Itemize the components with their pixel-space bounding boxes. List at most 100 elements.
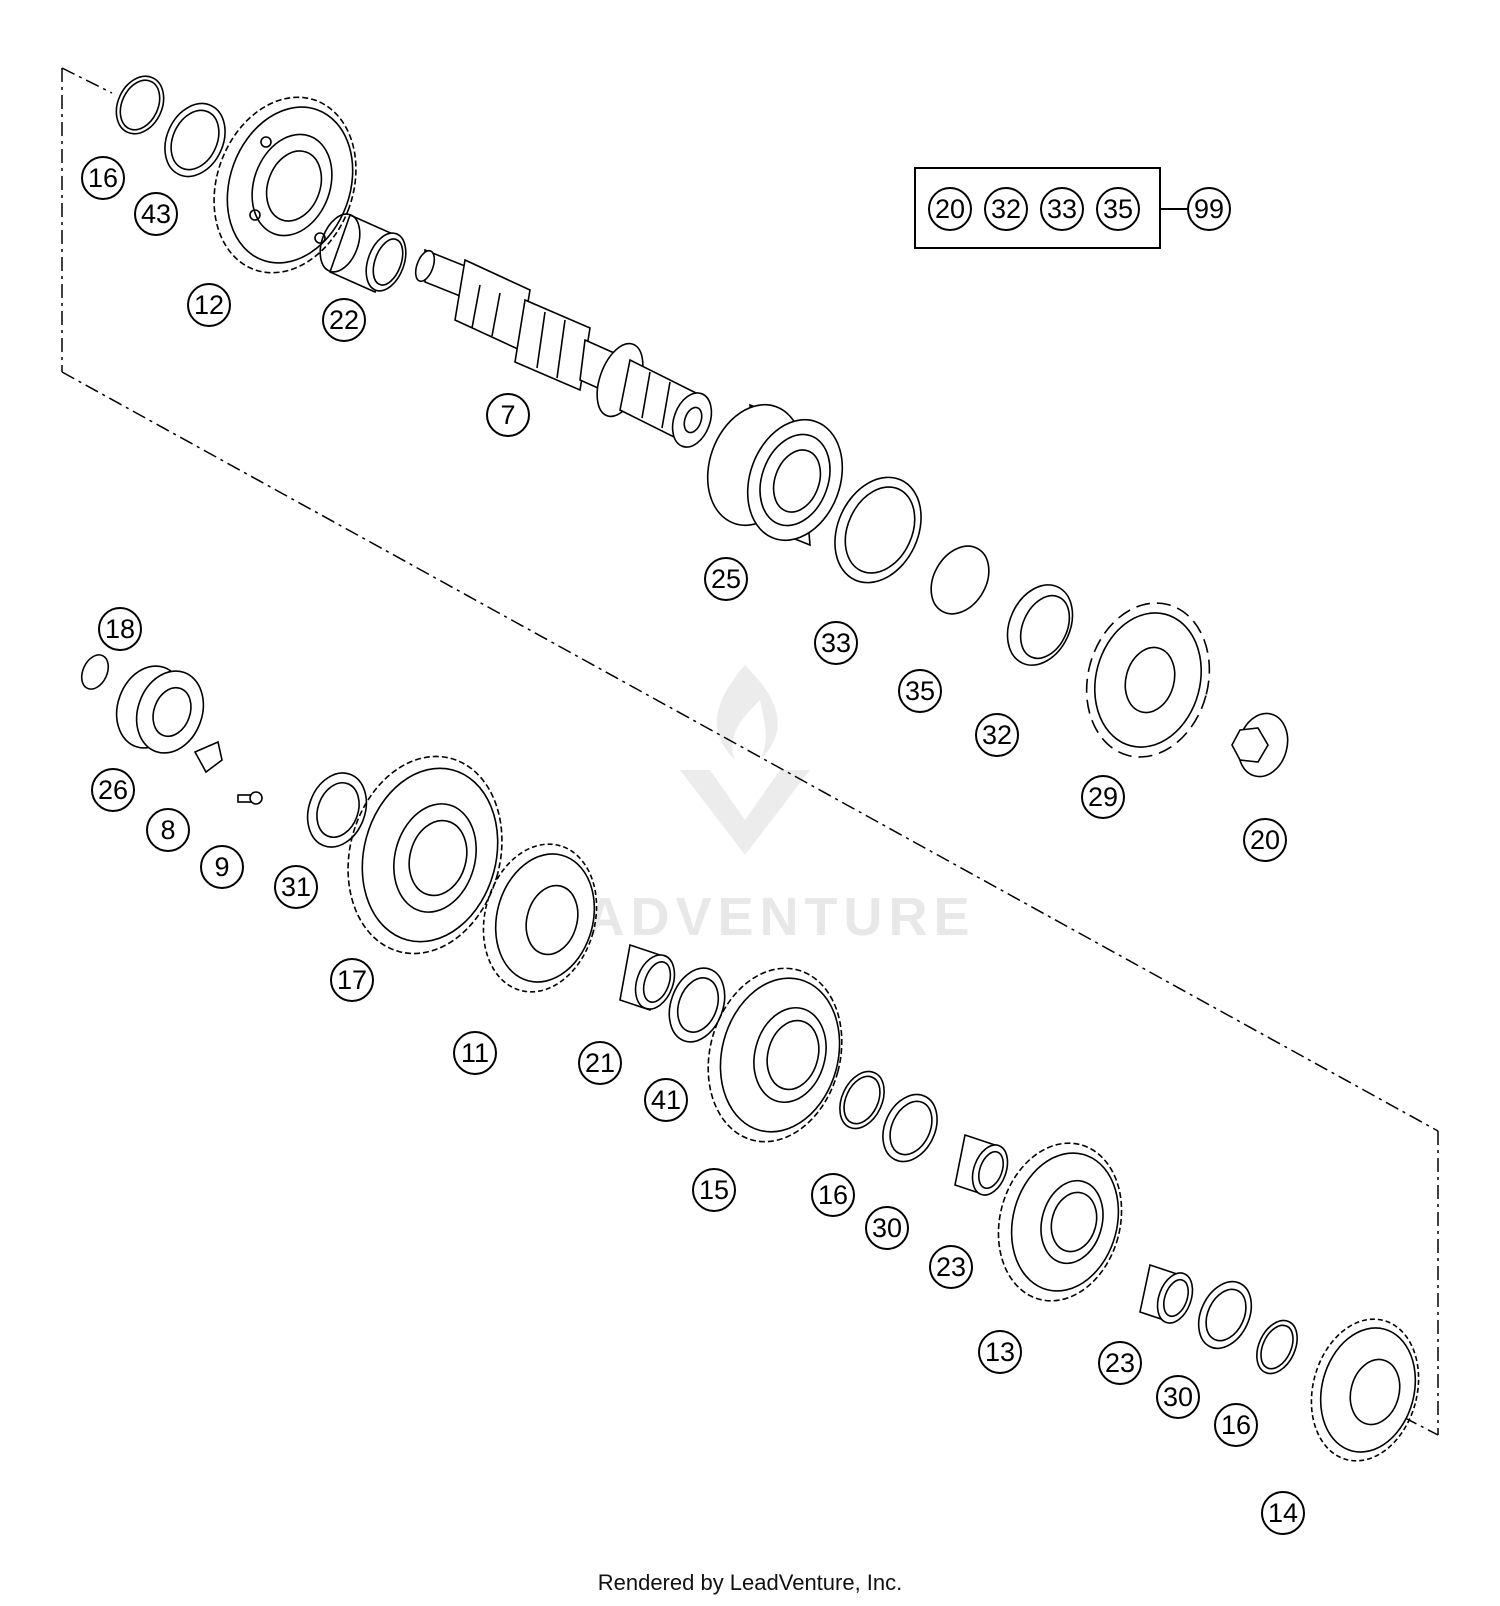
svg-text:32: 32 xyxy=(991,194,1021,224)
part-7-main-shaft xyxy=(414,248,713,448)
part-11-gear xyxy=(482,843,598,993)
callout-15[interactable]: 15 xyxy=(692,1168,736,1212)
svg-text:9: 9 xyxy=(214,852,229,882)
part-33-seal xyxy=(834,476,922,584)
callout-20[interactable]: 20 xyxy=(1243,818,1287,862)
callout-16-lower[interactable]: 16 xyxy=(1214,1403,1258,1447)
part-12-gear xyxy=(213,96,357,274)
svg-text:41: 41 xyxy=(651,1085,681,1115)
svg-text:35: 35 xyxy=(905,676,935,706)
flame-logo-icon xyxy=(716,665,778,760)
callout-43[interactable]: 43 xyxy=(134,192,178,236)
callout-30-mid[interactable]: 30 xyxy=(865,1206,909,1250)
svg-text:26: 26 xyxy=(98,775,128,805)
assembly-outline-top xyxy=(61,67,113,94)
callout-33[interactable]: 33 xyxy=(814,621,858,665)
svg-text:14: 14 xyxy=(1268,1498,1298,1528)
callout-21[interactable]: 21 xyxy=(578,1041,622,1085)
callout-23-mid[interactable]: 23 xyxy=(929,1245,973,1289)
kit-member-20[interactable]: 20 xyxy=(928,187,972,231)
part-16-circlip-top xyxy=(115,75,165,135)
callout-41[interactable]: 41 xyxy=(644,1078,688,1122)
callout-18[interactable]: 18 xyxy=(98,607,142,651)
part-21-bushing xyxy=(619,943,676,1012)
svg-text:29: 29 xyxy=(1088,782,1118,812)
callout-35[interactable]: 35 xyxy=(898,669,942,713)
part-8-locking-lever xyxy=(193,740,223,774)
part-18-circlip xyxy=(80,654,110,690)
part-22-bushing xyxy=(319,213,407,294)
kit-member-33[interactable]: 33 xyxy=(1040,187,1084,231)
svg-text:20: 20 xyxy=(1250,825,1280,855)
part-31-washer xyxy=(306,772,368,848)
callout-26[interactable]: 26 xyxy=(91,768,135,812)
callout-9[interactable]: 9 xyxy=(200,845,244,889)
callout-29[interactable]: 29 xyxy=(1081,775,1125,819)
callout-7[interactable]: 7 xyxy=(486,393,530,437)
svg-text:30: 30 xyxy=(1163,1382,1193,1412)
callout-31[interactable]: 31 xyxy=(274,865,318,909)
svg-text:23: 23 xyxy=(1105,1348,1135,1378)
svg-text:15: 15 xyxy=(699,1175,729,1205)
part-23-bushing-mid xyxy=(954,1133,1009,1197)
svg-text:25: 25 xyxy=(711,564,741,594)
svg-text:33: 33 xyxy=(1047,194,1077,224)
part-9-screw xyxy=(237,791,263,805)
kit-box: 20 32 33 35 99 xyxy=(914,167,1231,249)
part-17-gear xyxy=(347,755,503,955)
callout-8[interactable]: 8 xyxy=(146,808,190,852)
callout-14[interactable]: 14 xyxy=(1261,1491,1305,1535)
part-30-washer-mid xyxy=(882,1093,938,1163)
part-13-gear xyxy=(997,1142,1123,1302)
footer-credit: Rendered by LeadVenture, Inc. xyxy=(597,1570,903,1595)
svg-text:12: 12 xyxy=(194,290,224,320)
svg-text:16: 16 xyxy=(818,1180,848,1210)
callout-32[interactable]: 32 xyxy=(975,713,1019,757)
svg-text:33: 33 xyxy=(821,628,851,658)
callout-30-lower[interactable]: 30 xyxy=(1156,1375,1200,1419)
part-16-circlip-lower xyxy=(1256,1319,1298,1375)
callout-13[interactable]: 13 xyxy=(978,1330,1022,1374)
svg-text:30: 30 xyxy=(872,1213,902,1243)
svg-text:11: 11 xyxy=(461,1038,489,1068)
part-29-sprocket xyxy=(1085,602,1211,758)
callout-11[interactable]: 11 xyxy=(453,1031,497,1075)
svg-text:21: 21 xyxy=(585,1048,615,1078)
part-30-washer-lower xyxy=(1197,1280,1253,1350)
assembly-outline-diagonal xyxy=(61,371,1439,1132)
part-26-bearing xyxy=(115,665,205,754)
callout-22[interactable]: 22 xyxy=(322,298,366,342)
svg-text:18: 18 xyxy=(105,614,135,644)
kit-member-32[interactable]: 32 xyxy=(984,187,1028,231)
exploded-parts-diagram: LEADVENTURE xyxy=(61,67,1439,1535)
part-23-bushing-lower xyxy=(1139,1263,1194,1324)
part-35-o-ring xyxy=(930,545,990,615)
kit-member-35[interactable]: 35 xyxy=(1096,187,1140,231)
svg-text:43: 43 xyxy=(141,199,171,229)
svg-text:7: 7 xyxy=(500,400,515,430)
v-logo-icon xyxy=(680,770,810,855)
callout-25[interactable]: 25 xyxy=(704,557,748,601)
callout-23-lower[interactable]: 23 xyxy=(1098,1341,1142,1385)
part-16-circlip-mid xyxy=(839,1070,885,1130)
part-20-nut xyxy=(1231,712,1289,778)
callout-12[interactable]: 12 xyxy=(187,283,231,327)
callout-16-top[interactable]: 16 xyxy=(81,156,125,200)
svg-text:13: 13 xyxy=(985,1337,1015,1367)
svg-text:20: 20 xyxy=(935,194,965,224)
part-32-spacer xyxy=(1006,584,1074,666)
callout-16-mid[interactable]: 16 xyxy=(811,1173,855,1217)
callout-17[interactable]: 17 xyxy=(330,958,374,1002)
svg-text:22: 22 xyxy=(329,305,359,335)
part-41-washer xyxy=(668,967,726,1043)
svg-text:99: 99 xyxy=(1194,194,1224,224)
part-43-washer xyxy=(164,102,226,178)
kit-result-99[interactable]: 99 xyxy=(1187,187,1231,231)
part-14-gear xyxy=(1310,1318,1420,1462)
part-25-bearing xyxy=(706,403,844,547)
svg-text:32: 32 xyxy=(982,720,1012,750)
svg-text:17: 17 xyxy=(337,965,367,995)
svg-text:35: 35 xyxy=(1103,194,1133,224)
svg-text:16: 16 xyxy=(88,163,118,193)
part-15-gear xyxy=(707,967,843,1143)
